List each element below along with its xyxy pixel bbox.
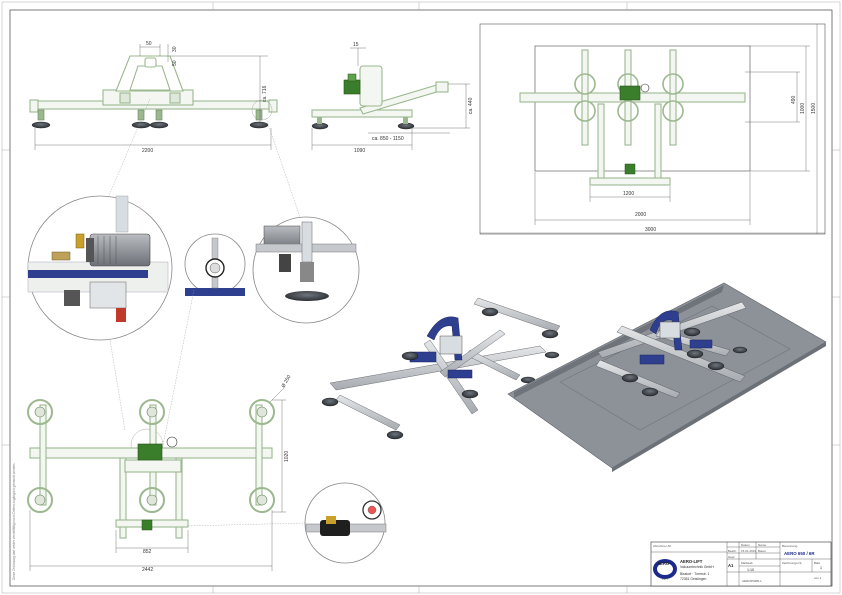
tb-address-2: 72351 Geislingen bbox=[680, 577, 707, 581]
plan-dim-width: 2442 bbox=[142, 567, 153, 573]
side-view-motor bbox=[343, 73, 361, 95]
top-view-panel bbox=[534, 45, 751, 172]
logo-sub: LIFT bbox=[662, 577, 668, 581]
tb-scale: 1:10 bbox=[747, 568, 754, 572]
side-dim-top: 15 bbox=[353, 42, 359, 48]
top-view-gauge bbox=[640, 83, 650, 93]
tb-benennung-label: Benennung bbox=[782, 544, 798, 548]
side-dim-width: 1090 bbox=[354, 148, 365, 154]
top-view-pump bbox=[619, 85, 641, 101]
plan-view-gauge bbox=[166, 436, 178, 448]
tb-zeichnung-label: Zeichnungs-Nr. bbox=[782, 561, 803, 565]
isometric-lifter bbox=[321, 297, 561, 440]
side-view: 15 ca. 440 ca. 850 - 1150 1090 bbox=[311, 42, 474, 154]
top-dim-h3: 1500 bbox=[811, 103, 817, 114]
top-view-frame bbox=[479, 23, 826, 235]
top-view-sensor bbox=[624, 163, 636, 175]
detail-valve bbox=[304, 482, 387, 564]
tb-company: AERO-LIFT bbox=[680, 559, 703, 564]
top-dim-w1: 1200 bbox=[623, 191, 634, 197]
detail-cup bbox=[252, 216, 360, 324]
tb-datum-label: Datum bbox=[741, 543, 750, 547]
detail-motor bbox=[27, 195, 173, 341]
aero-lift-logo: AERO LIFT bbox=[653, 559, 677, 581]
front-dim-h2: 50 bbox=[172, 60, 178, 66]
top-dim-h1: 490 bbox=[791, 95, 797, 104]
side-note: Diese Zeichnung darf weder vervielfältig… bbox=[12, 463, 16, 580]
tb-name-label: Name bbox=[758, 543, 766, 547]
tb-drawing-no: AERO6506R-L bbox=[742, 579, 762, 583]
tb-product: AERO 650 / 6R bbox=[784, 551, 815, 556]
tb-bearb-label: Bearb. bbox=[728, 549, 737, 553]
top-dim-w3: 3000 bbox=[645, 227, 656, 233]
front-dim-width-top: 50 bbox=[146, 41, 152, 47]
top-dim-h2: 1000 bbox=[800, 103, 806, 114]
front-view: 50 30 50 ca. 716 2200 bbox=[29, 41, 278, 154]
tb-bearb-date: 15.01.2019 bbox=[741, 549, 756, 553]
side-dim-reach: ca. 850 - 1150 bbox=[372, 136, 404, 142]
side-dim-height: ca. 440 bbox=[468, 97, 474, 114]
vacuum-pump-motor bbox=[89, 233, 151, 267]
tb-format: A1 bbox=[728, 563, 734, 568]
isometric-on-panel bbox=[507, 282, 827, 472]
title-block: Abnehmer-Nr. Datum Name Bearb. 15.01.201… bbox=[650, 541, 832, 587]
logo-text: AERO bbox=[657, 561, 670, 566]
front-dim-height: ca. 716 bbox=[262, 85, 268, 102]
tb-abnehmer-label: Abnehmer-Nr. bbox=[653, 544, 672, 548]
plan-view-pump bbox=[137, 443, 163, 461]
top-view: 1200 2000 3000 490 1000 1500 bbox=[479, 23, 826, 235]
detail-gauge bbox=[184, 233, 246, 296]
tb-address-1: Bisstorf · Turmstr. 1 bbox=[680, 572, 710, 576]
plan-dim-inner-width: 852 bbox=[143, 549, 152, 555]
tb-company-sub: Vakuumtechnik GmbH bbox=[680, 565, 714, 569]
tb-gepr-label: Gepr. bbox=[728, 555, 736, 559]
plan-view: 852 2442 1020 Ø 250 bbox=[27, 374, 293, 573]
plan-dim-height: 1020 bbox=[284, 451, 290, 462]
detail-leaders bbox=[107, 98, 307, 528]
tb-massstab-label: Maßstab bbox=[741, 561, 753, 565]
top-dim-w2: 2000 bbox=[635, 212, 646, 218]
front-dim-width: 2200 bbox=[142, 148, 153, 154]
tb-bearb-name: Bauer bbox=[758, 549, 766, 553]
tb-sheet-no: 1 bbox=[820, 566, 822, 570]
front-dim-h1: 30 bbox=[172, 46, 178, 52]
tb-sheet-of: von 1 bbox=[814, 576, 822, 580]
tb-blatt-label: Blatt bbox=[814, 561, 820, 565]
